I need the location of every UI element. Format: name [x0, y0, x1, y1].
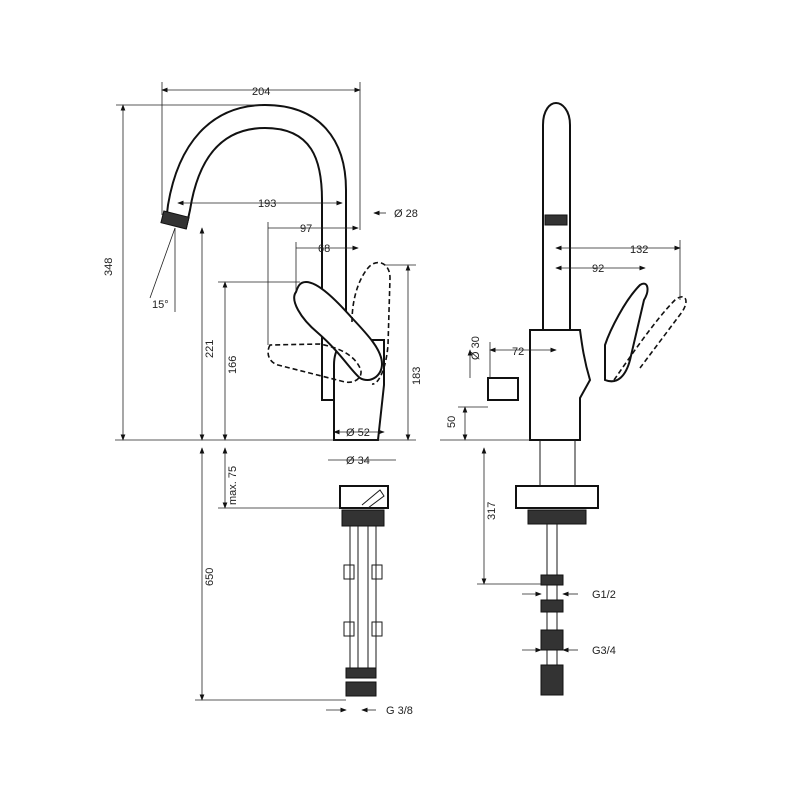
dim-92: 92: [592, 263, 604, 275]
dim-204: 204: [252, 86, 270, 98]
dim-max75: max. 75: [227, 466, 239, 505]
side-hoses: [540, 524, 564, 696]
hoses: [343, 526, 383, 697]
front-view: 204 193 Ø 28 97 68 15° 348 221 166 183 Ø…: [103, 82, 423, 717]
lever-handle: [293, 280, 384, 382]
base-plate: [339, 485, 389, 509]
side-lever-dashed: [613, 296, 687, 381]
dim-15: 15°: [152, 299, 169, 311]
dim-193: 193: [258, 198, 276, 210]
side-base: [515, 485, 599, 509]
side-body: [529, 329, 592, 441]
dim-68: 68: [318, 243, 330, 255]
dim-50: 50: [446, 416, 458, 428]
dim-166: 166: [227, 356, 239, 374]
mounting-wedge: [361, 489, 385, 509]
dim-g38: G 3/8: [386, 705, 413, 717]
side-nut: [527, 509, 587, 525]
dim-34: Ø 34: [346, 455, 370, 467]
side-stem: [539, 439, 576, 487]
dim-221: 221: [204, 340, 216, 358]
dim-183: 183: [411, 367, 423, 385]
handle-dashed-up: [351, 261, 391, 385]
dim-97: 97: [300, 223, 312, 235]
dim-348: 348: [103, 258, 115, 276]
dim-30: Ø 30: [470, 336, 482, 360]
mounting-nut: [341, 509, 385, 527]
dim-650: 650: [204, 568, 216, 586]
dim-72: 72: [512, 346, 524, 358]
dim-132: 132: [630, 244, 648, 256]
dim-28: Ø 28: [394, 208, 418, 220]
side-lever: [604, 282, 649, 383]
dim-g12: G1/2: [592, 589, 616, 601]
aerator: [160, 210, 190, 230]
handle-dashed-side: [267, 343, 362, 384]
dim-g34: G3/4: [592, 645, 616, 657]
side-knob: [487, 377, 519, 401]
side-view: 132 92 Ø 30 72 50 317 G1/2 G3/4: [440, 101, 687, 696]
side-aerator: [544, 214, 568, 226]
dim-52: Ø 52: [346, 427, 370, 439]
dim-317: 317: [486, 502, 498, 520]
